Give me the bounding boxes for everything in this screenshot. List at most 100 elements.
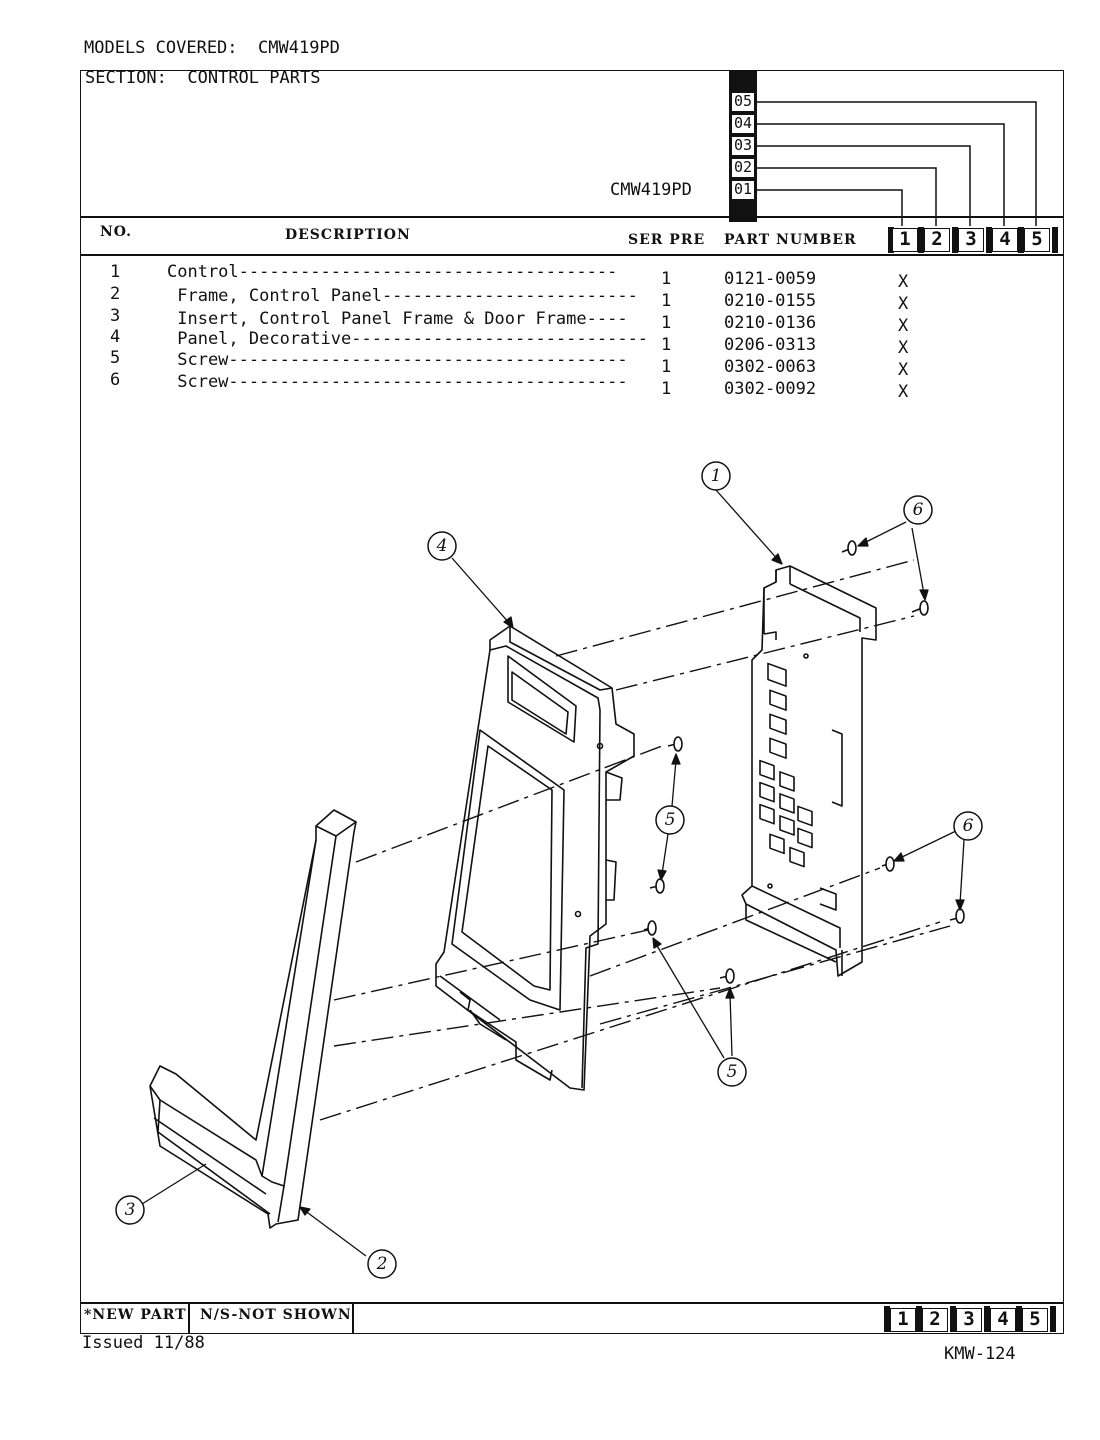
- col-description: DESCRIPTION: [285, 227, 411, 243]
- screw-icon: [643, 920, 657, 936]
- control-panel-frame: [149, 809, 357, 1229]
- table-row: 5: [110, 348, 121, 368]
- col-sep: [888, 227, 894, 253]
- table-row-mark: X: [898, 360, 909, 380]
- col-box-4: 4: [992, 228, 1018, 252]
- table-row-desc: Screw-----------------------------------…: [167, 350, 628, 370]
- section-label: SECTION:: [85, 68, 167, 88]
- screw-icon: [719, 968, 735, 984]
- col-ser-pre: SER PRE: [628, 232, 706, 248]
- screws: [643, 540, 965, 984]
- version-ladder-lines: [755, 101, 1037, 226]
- table-row-mark: X: [898, 382, 909, 402]
- issued-date: Issued 11/88: [82, 1333, 205, 1353]
- table-row-part: 0302-0063: [724, 357, 817, 377]
- models-covered: MODELS COVERED: CMW419PD: [84, 38, 340, 58]
- doc-code: KMW-124: [944, 1344, 1016, 1364]
- col-sep: [918, 227, 924, 253]
- table-row: 2: [110, 284, 121, 304]
- callout-1: 1: [701, 461, 731, 491]
- table-row-mark: X: [898, 316, 909, 336]
- not-shown-legend: N/S-NOT SHOWN: [200, 1307, 352, 1323]
- col-box-5: 5: [1024, 228, 1050, 252]
- table-row-qty: 1: [661, 269, 672, 289]
- control-board: [741, 565, 877, 977]
- table-row-qty: 1: [661, 335, 672, 355]
- header-rule-bottom: [80, 254, 1064, 256]
- col-sep: [916, 1306, 922, 1332]
- col-no: NO.: [100, 224, 133, 240]
- col-sep: [952, 227, 958, 253]
- table-row-qty: 1: [661, 313, 672, 333]
- section-heading: SECTION: CONTROL PARTS: [85, 68, 320, 88]
- col-box-3: 3: [958, 228, 984, 252]
- footer-divider: [352, 1302, 354, 1334]
- version-05: 05: [731, 92, 755, 112]
- screw-icon: [949, 908, 965, 924]
- col-sep: [986, 227, 992, 253]
- screw-icon: [841, 540, 857, 556]
- table-row: 6: [110, 370, 121, 390]
- col-part-number: PART NUMBER: [724, 232, 857, 248]
- callout-2: 2: [367, 1249, 397, 1279]
- footer-col-box-1: 1: [890, 1308, 916, 1332]
- parts-sheet-frame: [80, 70, 1064, 1334]
- table-row-qty: 1: [661, 291, 672, 311]
- table-row-mark: X: [898, 272, 909, 292]
- table-row-desc: Frame, Control Panel--------------------…: [167, 286, 638, 306]
- footer-col-box-2: 2: [922, 1308, 948, 1332]
- model-code: CMW419PD: [610, 180, 692, 200]
- new-part-legend: *NEW PART: [84, 1307, 187, 1323]
- svg-text:6: 6: [963, 816, 974, 836]
- table-row-qty: 1: [661, 357, 672, 377]
- table-row-part: 0302-0092: [724, 379, 817, 399]
- callout-5-bottom: 5: [717, 1057, 747, 1087]
- col-sep: [1052, 227, 1058, 253]
- table-row-part: 0206-0313: [724, 335, 817, 355]
- callout-5-mid: 5: [655, 805, 685, 835]
- table-row-desc: Insert, Control Panel Frame & Door Frame…: [167, 309, 628, 329]
- section-value: CONTROL PARTS: [187, 68, 321, 88]
- version-03: 03: [731, 136, 755, 156]
- callout-4: 4: [427, 531, 457, 561]
- table-row-desc: Screw-----------------------------------…: [167, 372, 628, 392]
- decorative-panel: [435, 625, 635, 1091]
- callout-6-top: 6: [903, 495, 933, 525]
- table-row: 4: [110, 327, 121, 347]
- svg-text:2: 2: [376, 1254, 388, 1274]
- svg-text:1: 1: [711, 466, 722, 486]
- screw-icon: [881, 856, 895, 872]
- col-sep: [950, 1306, 956, 1332]
- col-sep: [1050, 1306, 1056, 1332]
- table-row: 3: [110, 306, 121, 326]
- table-row-part: 0210-0155: [724, 291, 817, 311]
- svg-text:3: 3: [125, 1200, 136, 1220]
- svg-text:4: 4: [436, 536, 448, 556]
- col-sep: [984, 1306, 990, 1332]
- col-box-1: 1: [892, 228, 918, 252]
- callout-3: 3: [115, 1195, 145, 1225]
- table-row-mark: X: [898, 338, 909, 358]
- footer-col-box-3: 3: [956, 1308, 982, 1332]
- footer-rule: [80, 1302, 1064, 1304]
- table-row-part: 0210-0136: [724, 313, 817, 333]
- col-box-2: 2: [924, 228, 950, 252]
- svg-text:5: 5: [665, 810, 676, 830]
- screw-icon: [649, 878, 665, 894]
- footer-divider: [188, 1302, 190, 1334]
- col-sep: [884, 1306, 890, 1332]
- table-row-desc: Control---------------------------------…: [167, 262, 618, 282]
- header-rule-top: [80, 216, 1064, 218]
- table-row-mark: X: [898, 294, 909, 314]
- footer-col-box-5: 5: [1022, 1308, 1048, 1332]
- version-02: 02: [731, 158, 755, 178]
- models-label: MODELS COVERED:: [84, 38, 238, 58]
- col-sep: [1018, 227, 1024, 253]
- table-row-desc: Panel, Decorative-----------------------…: [167, 329, 649, 349]
- footer-col-box-4: 4: [990, 1308, 1016, 1332]
- table-row-qty: 1: [661, 379, 672, 399]
- col-sep: [1016, 1306, 1022, 1332]
- screw-icon: [667, 736, 683, 752]
- version-04: 04: [731, 114, 755, 134]
